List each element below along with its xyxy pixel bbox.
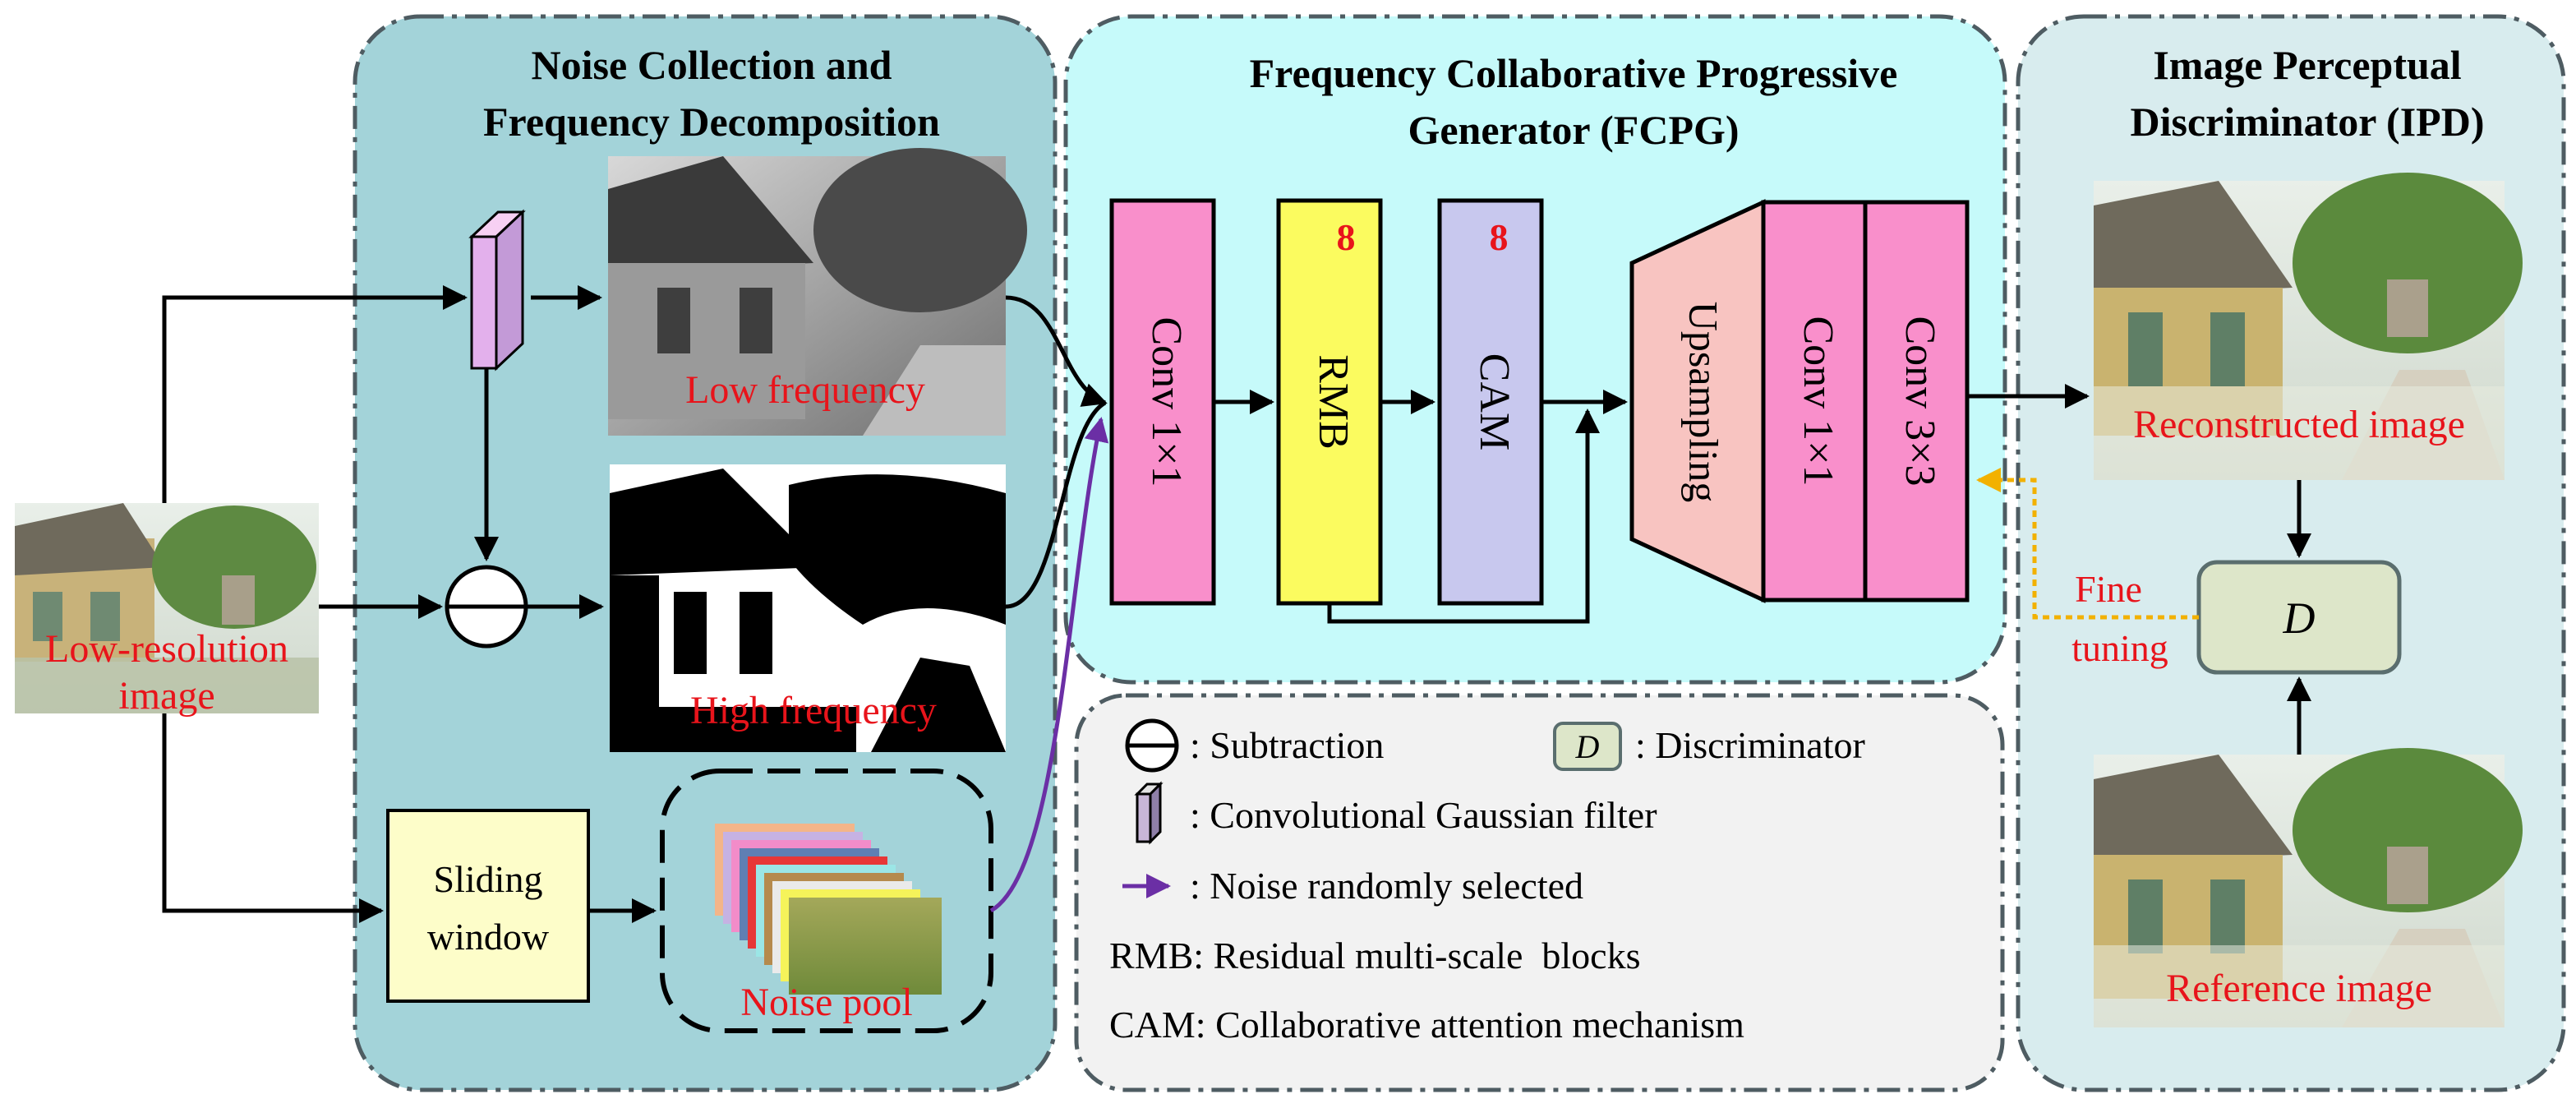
cam-label: CAM: [1471, 353, 1518, 450]
reference-image: [2094, 748, 2523, 1027]
rmb-skip-connection: [1327, 409, 1600, 624]
legend-discriminator-icon: [1553, 722, 1622, 771]
noise-panel-title-2: Frequency Decomposition: [483, 99, 940, 145]
upsampling-label: Upsampling: [1681, 302, 1727, 502]
legend-noise-selected: : Noise randomly selected: [1190, 865, 1583, 907]
rmb-block: [1276, 198, 1383, 606]
conv3x3-block: [1863, 200, 1970, 602]
sliding-window-label-2: window: [427, 916, 550, 958]
legend-rmb: RMB: Residual multi-scale blocks: [1109, 935, 1641, 976]
fine-tuning-label-2: tuning: [2071, 627, 2168, 669]
reconstructed-image: [2094, 173, 2523, 480]
legend-subtraction-icon: [1125, 718, 1179, 773]
legend-gaussian-icon: [1134, 781, 1164, 845]
fine-tuning-label-1: Fine: [2075, 568, 2142, 610]
fine-tuning-arrow: [1976, 468, 2199, 620]
rmb-label: RMB: [1310, 354, 1357, 450]
discriminator-panel-title-2: Discriminator (IPD): [2131, 99, 2485, 145]
connectors: [162, 285, 2311, 923]
gaussian-filter-block: [468, 209, 526, 372]
legend-panel: [1074, 693, 2005, 1092]
input-to-gaussian-arrow: [162, 285, 468, 503]
cam-block: [1437, 198, 1544, 606]
cam-count: 8: [1490, 216, 1509, 258]
rmb-count: 8: [1337, 216, 1356, 258]
legend-cam: CAM: Collaborative attention mechanism: [1109, 1004, 1744, 1046]
low-frequency-image: [608, 148, 1027, 436]
subtraction-node: [445, 565, 528, 649]
input-label-1: Low-resolution: [45, 627, 288, 671]
conv1x1-block: [1109, 198, 1216, 606]
input-label-2: image: [118, 674, 214, 718]
reference-label: Reference image: [2166, 967, 2432, 1010]
conv3x3-label: Conv 3×3: [1896, 316, 1943, 486]
sliding-window-block: [386, 809, 590, 1003]
conv1x1-second-label: Conv 1×1: [1795, 316, 1841, 486]
generator-panel-title-2: Generator (FCPG): [1408, 107, 1739, 153]
low-to-conv-arrow: [1005, 295, 1108, 407]
noise-pool-label: Noise pool: [740, 981, 912, 1024]
reconstructed-label: Reconstructed image: [2133, 403, 2465, 446]
low-resolution-image: [15, 503, 319, 713]
legend-gaussian: : Convolutional Gaussian filter: [1190, 794, 1657, 836]
discriminator-symbol: D: [2283, 593, 2316, 643]
legend-subtraction: : Subtraction: [1190, 724, 1384, 766]
sliding-window-label-1: Sliding: [434, 858, 543, 900]
high-frequency-image: [610, 464, 1006, 752]
conv1x1-label: Conv 1×1: [1143, 316, 1190, 487]
low-frequency-label: Low frequency: [685, 368, 925, 412]
noise-pool-patches: [715, 824, 942, 995]
legend-discriminator: : Discriminator: [1635, 724, 1865, 766]
high-frequency-label: High frequency: [690, 689, 937, 732]
generator-panel-title-1: Frequency Collaborative Progressive: [1250, 50, 1898, 96]
legend-discriminator-symbol: D: [1575, 728, 1600, 765]
noise-pool-container: [660, 769, 993, 1033]
input-to-sliding-window-arrow: [162, 713, 384, 923]
noise-panel-title-1: Noise Collection and: [532, 42, 892, 88]
noise-selected-arrow: [989, 417, 1109, 913]
discriminator-panel-title-1: Image Perceptual: [2153, 42, 2461, 88]
